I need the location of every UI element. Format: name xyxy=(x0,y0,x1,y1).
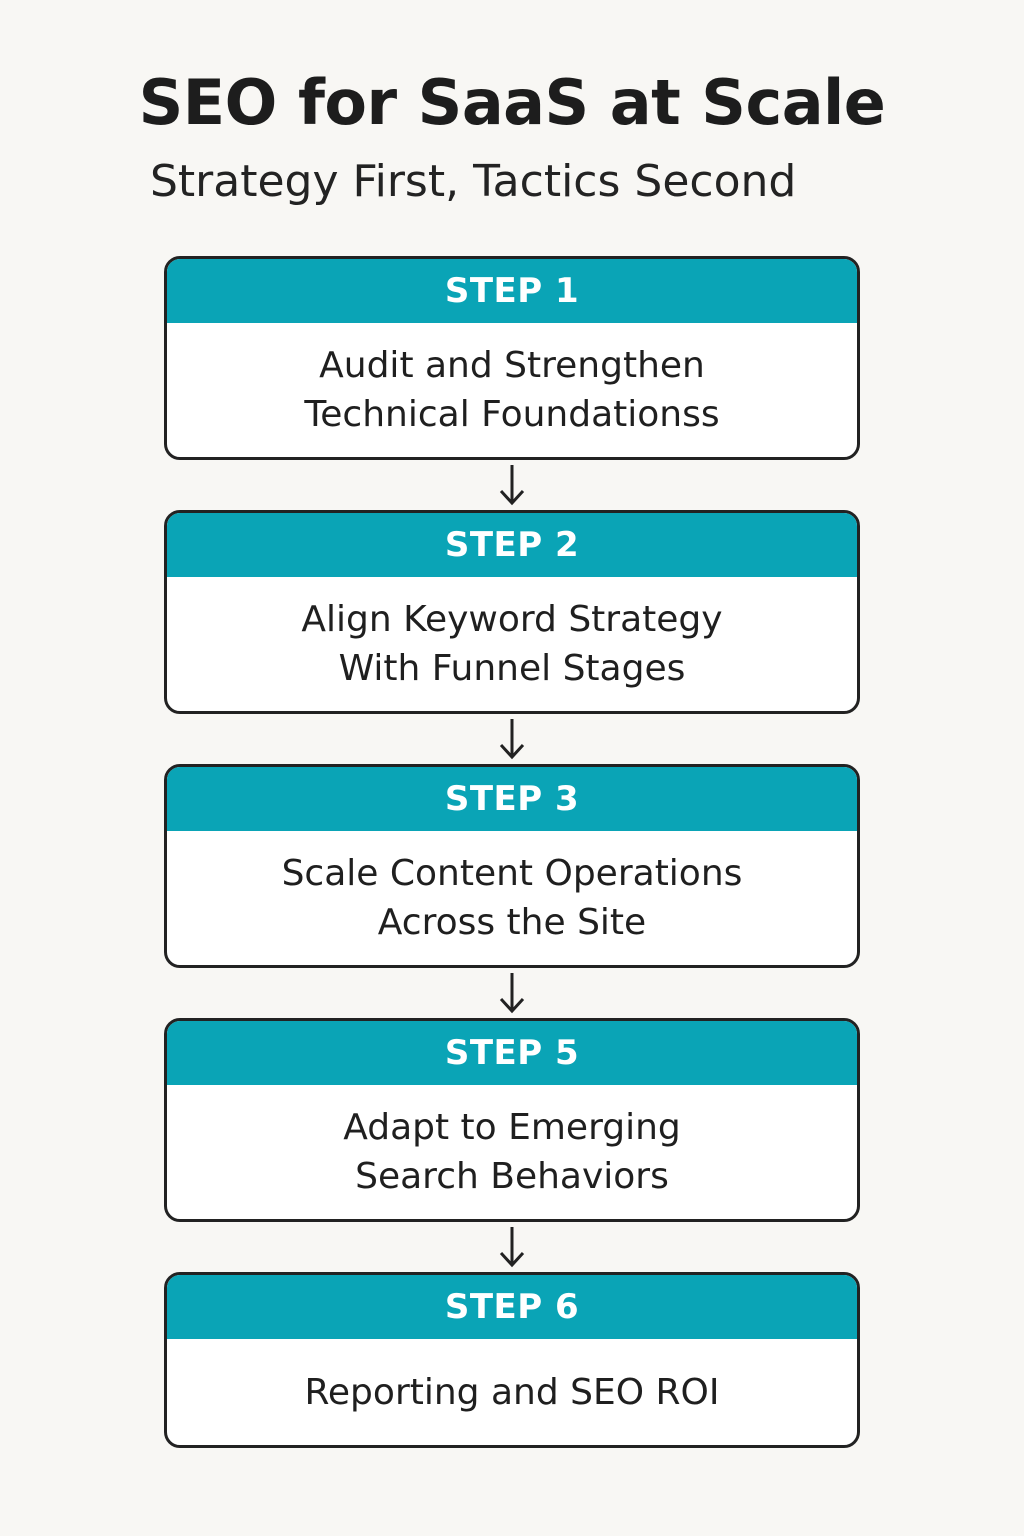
step-text: Scale Content Operations Across the Site xyxy=(281,853,743,943)
step-text: Align Keyword Strategy With Funnel Stage… xyxy=(301,599,723,689)
step-label: STEP 5 xyxy=(167,1021,857,1085)
down-arrow-icon xyxy=(164,460,860,510)
step-label: STEP 2 xyxy=(167,513,857,577)
down-arrow-icon xyxy=(164,1222,860,1272)
step-box-1: STEP 1 Audit and Strengthen Technical Fo… xyxy=(164,256,860,460)
flow-diagram: STEP 1 Audit and Strengthen Technical Fo… xyxy=(164,256,860,1448)
page-title: SEO for SaaS at Scale xyxy=(138,66,886,139)
step-box-5: STEP 6 Reporting and SEO ROI xyxy=(164,1272,860,1448)
page-subtitle: Strategy First, Tactics Second xyxy=(150,156,797,207)
down-arrow-icon xyxy=(164,714,860,764)
step-text: Adapt to Emerging Search Behaviors xyxy=(343,1107,681,1197)
step-box-2: STEP 2 Align Keyword Strategy With Funne… xyxy=(164,510,860,714)
step-label: STEP 3 xyxy=(167,767,857,831)
step-label: STEP 1 xyxy=(167,259,857,323)
step-box-3: STEP 3 Scale Content Operations Across t… xyxy=(164,764,860,968)
step-box-4: STEP 5 Adapt to Emerging Search Behavior… xyxy=(164,1018,860,1222)
down-arrow-icon xyxy=(164,968,860,1018)
step-text: Reporting and SEO ROI xyxy=(304,1371,720,1413)
step-label: STEP 6 xyxy=(167,1275,857,1339)
step-text: Audit and Strengthen Technical Foundatio… xyxy=(304,345,720,435)
